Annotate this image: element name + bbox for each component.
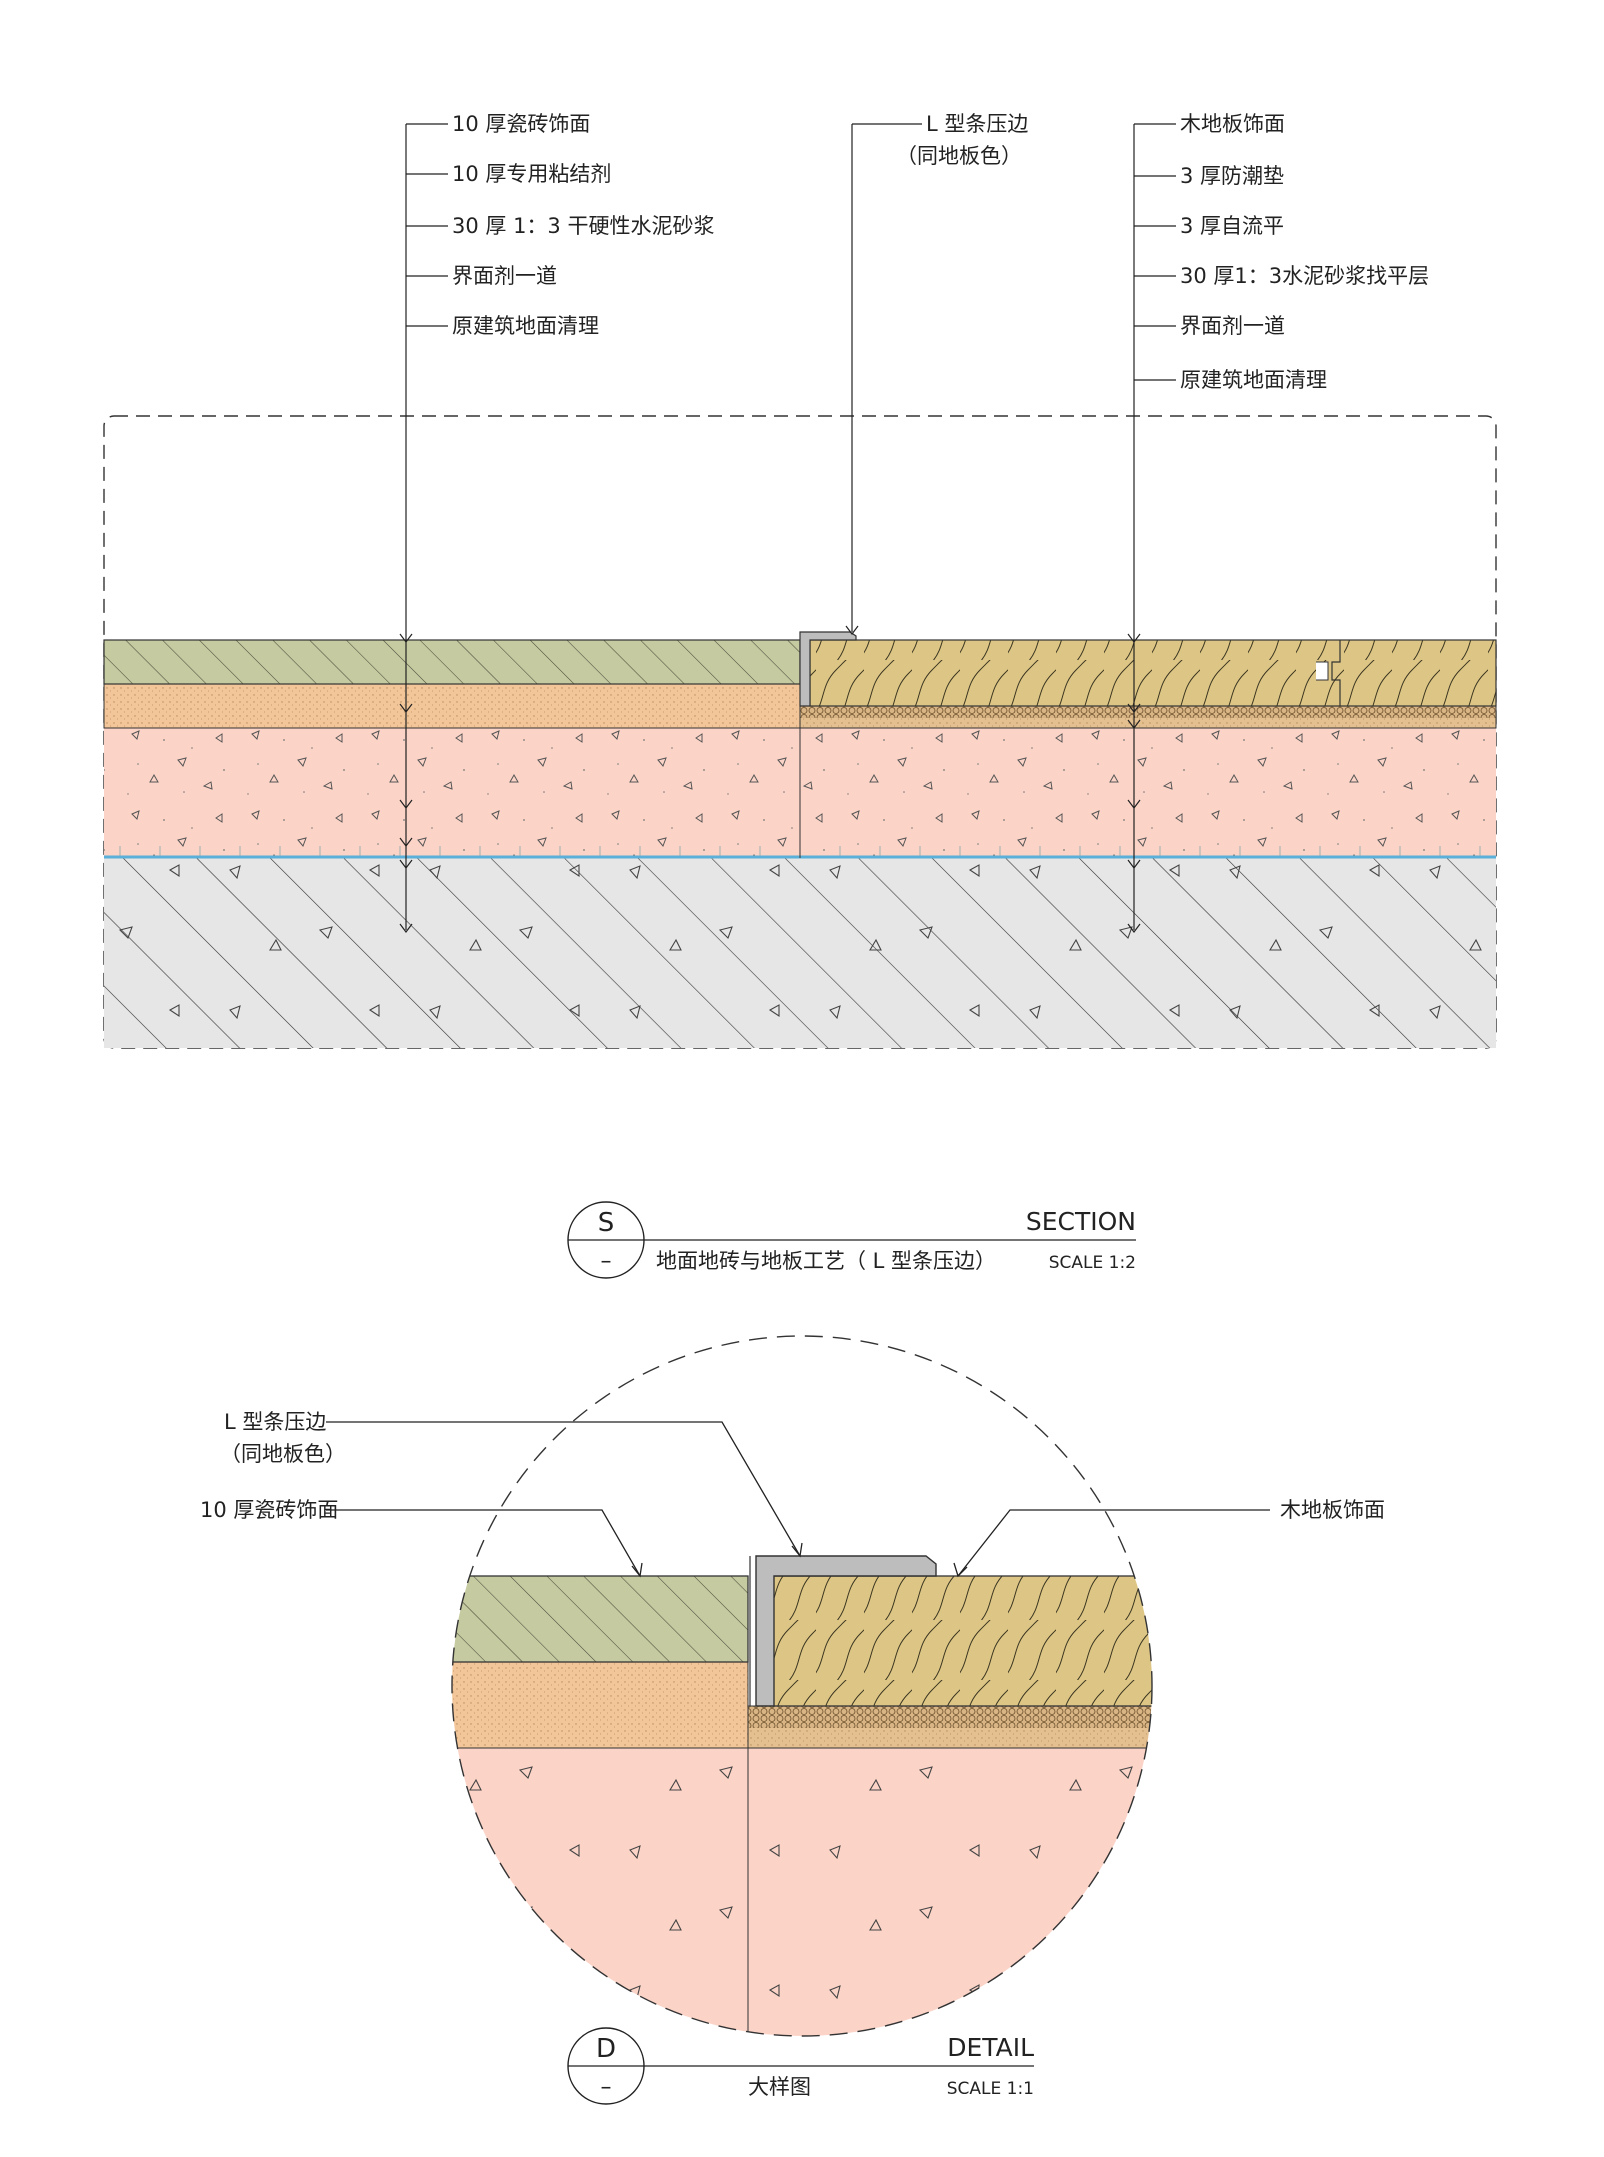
section-tag-title: 地面地砖与地板工艺（ L 型条压边） bbox=[656, 1249, 996, 1273]
callout-right-5: 界面剂一道 bbox=[1180, 314, 1285, 338]
detail-layer-screed bbox=[452, 1747, 1152, 2036]
callout-right-2: 3 厚防潮垫 bbox=[1180, 164, 1284, 188]
section-leaders bbox=[399, 123, 1176, 933]
detail-l-trim bbox=[755, 1555, 937, 1707]
layer-substrate bbox=[104, 858, 1496, 1048]
callout-left-1: 10 厚瓷砖饰面 bbox=[452, 112, 590, 136]
detail-tag-sub: – bbox=[601, 2075, 612, 2100]
section-title-tag: S – SECTION 地面地砖与地板工艺（ L 型条压边） SCALE 1:2 bbox=[567, 1201, 1136, 1279]
callout-left-2: 10 厚专用粘结剂 bbox=[452, 162, 611, 186]
detail-callout-wood: 木地板饰面 bbox=[1280, 1498, 1385, 1522]
section-tag-scale: SCALE 1:2 bbox=[1049, 1253, 1136, 1273]
detail-callout-tile: 10 厚瓷砖饰面 bbox=[200, 1498, 338, 1522]
detail-tag-letter: D bbox=[596, 2034, 616, 2064]
detail-layer-tile bbox=[452, 1575, 749, 1663]
layer-self-leveling bbox=[800, 718, 1496, 728]
section-tag-sub: – bbox=[601, 1249, 612, 1274]
detail-layer-damp-proof-pad bbox=[747, 1705, 1152, 1749]
detail-callout-trim-line2: （同地板色） bbox=[220, 1442, 346, 1466]
callout-right-4: 30 厚1：3水泥砂浆找平层 bbox=[1180, 264, 1429, 288]
callout-trim-line1: L 型条压边 bbox=[926, 112, 1028, 136]
section-tag-letter: S bbox=[598, 1208, 615, 1238]
detail-tag-type: DETAIL bbox=[947, 2033, 1034, 2062]
layer-damp-proof-pad bbox=[799, 705, 1497, 729]
detail-drawing: L 型条压边 （同地板色） 10 厚瓷砖饰面 木地板饰面 bbox=[200, 1335, 1385, 2037]
callout-left-4: 界面剂一道 bbox=[452, 264, 557, 288]
callout-right-1: 木地板饰面 bbox=[1180, 112, 1285, 136]
detail-leaders bbox=[326, 1421, 1270, 1578]
detail-tag-scale: SCALE 1:1 bbox=[947, 2079, 1034, 2099]
detail-layer-wood bbox=[771, 1575, 1152, 1707]
detail-layer-self-leveling bbox=[748, 1728, 1152, 1748]
section-drawing: 10 厚瓷砖饰面 10 厚专用粘结剂 30 厚 1：3 干硬性水泥砂浆 界面剂一… bbox=[103, 112, 1497, 1049]
callout-trim-line2: （同地板色） bbox=[896, 144, 1022, 168]
detail-tag-title: 大样图 bbox=[748, 2075, 811, 2099]
layer-tile-adhesive bbox=[103, 683, 801, 729]
section-tag-type: SECTION bbox=[1026, 1207, 1136, 1236]
layer-tile bbox=[103, 639, 801, 685]
callout-left-5: 原建筑地面清理 bbox=[452, 314, 599, 338]
callout-right-6: 原建筑地面清理 bbox=[1180, 368, 1327, 392]
layer-wood-floor bbox=[809, 639, 1497, 707]
callout-right-3: 3 厚自流平 bbox=[1180, 214, 1284, 238]
callout-left-3: 30 厚 1：3 干硬性水泥砂浆 bbox=[452, 214, 714, 238]
detail-title-tag: D – DETAIL 大样图 SCALE 1:1 bbox=[567, 2027, 1034, 2105]
detail-layer-tile-adhesive bbox=[452, 1661, 749, 1749]
detail-callout-trim-line1: L 型条压边 bbox=[224, 1410, 326, 1434]
detail-boundary-dashed bbox=[451, 1335, 1153, 2037]
